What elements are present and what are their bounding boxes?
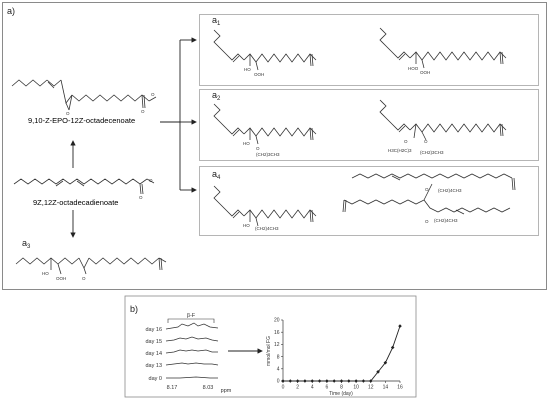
data-point (295, 379, 300, 383)
box-a2-label: a2 (212, 90, 221, 102)
diene-name: 9Z,12Z-octadecadienoate (33, 198, 118, 207)
y-tick-label: 0 (277, 379, 280, 385)
diene-ester-o: O (149, 178, 153, 183)
time-series-chart: 0 2 4 6 8 10 12 14 16 0 4 8 12 16 20 Time (day) mmol/m… (266, 318, 403, 397)
data-point (325, 379, 329, 383)
a3-epoxide-o: O (82, 276, 86, 281)
data-point (288, 379, 293, 383)
x-tick-label: 16 (397, 385, 403, 391)
a4-right-o-lower: O (425, 219, 429, 224)
x-tick-label: 0 (282, 385, 285, 391)
box-a4-label: a4 (212, 169, 221, 181)
x-tick-label: 4 (311, 385, 314, 391)
data-point (303, 379, 307, 383)
data-point (376, 370, 380, 374)
box-a3-label: a3 (22, 238, 31, 250)
a1-molecule-right (379, 27, 507, 69)
data-point (354, 379, 358, 383)
nmr-day-label: day 13 (145, 363, 162, 369)
x-tick-label: 6 (325, 385, 328, 391)
a4-molecule-left (213, 185, 317, 227)
x-tick-label: 12 (368, 385, 374, 391)
a2-right-chain-right: (CH2)3CH3 (420, 150, 444, 155)
a1-right-ooh: OOH (420, 70, 430, 75)
data-point (339, 379, 344, 383)
branch-arrows (160, 37, 197, 193)
y-tick-label: 8 (277, 354, 280, 360)
panel-b-label: b) (130, 304, 138, 314)
data-point (383, 360, 388, 365)
data-point (347, 379, 351, 383)
box-a1-label: a1 (212, 15, 221, 27)
nmr-trace-day0 (166, 376, 218, 379)
a2-left-ho: HO (243, 141, 250, 146)
a4-right-o-upper: O (425, 187, 429, 192)
epo-ester-o: O (151, 92, 155, 97)
nmr-trace-day16 (165, 322, 219, 330)
a2-right-chain-left: H3C(H2C)3 (388, 148, 412, 153)
y-axis-label: mmol/mol FG (266, 336, 272, 366)
epo-molecule (11, 79, 157, 111)
epo-carbonyl-o: O (141, 109, 145, 114)
data-point (398, 324, 402, 328)
box-a1 (199, 14, 539, 86)
y-tick-label: 20 (274, 318, 280, 324)
box-a2 (199, 89, 539, 161)
panel-a-label: a) (7, 6, 16, 16)
x-tick-label: 2 (296, 385, 299, 391)
nmr-stack: β-F day 16 day 15 day 14 day 13 day 0 8.… (145, 313, 231, 394)
y-tick-label: 4 (277, 367, 280, 373)
x-tick-label: 8 (340, 385, 343, 391)
panel-a-frame (2, 2, 547, 290)
nmr-x-left: 8.17 (167, 385, 178, 391)
a4-left-chain: (CH2)4CH3 (255, 226, 279, 231)
a1-left-ooh: OOH (254, 72, 264, 77)
data-point (281, 379, 285, 383)
a3-ooh: OOH (56, 276, 66, 281)
a3-ho: HO (42, 271, 49, 276)
nmr-trace-day15 (165, 336, 219, 342)
data-point (310, 379, 315, 383)
x-axis-label: Time (day) (329, 391, 353, 397)
a2-molecule-left (213, 103, 317, 145)
panel-b-frame (124, 295, 417, 398)
a4-right-chain-upper: (CH2)4CH3 (438, 188, 462, 193)
nmr-day-label: day 14 (145, 351, 162, 357)
a1-right-hoo: HOO (408, 66, 419, 71)
series-line (283, 325, 401, 382)
a2-right-o-left: O (404, 139, 408, 144)
nmr-x-right: 8.03 (203, 385, 214, 391)
a4-molecule-right (342, 173, 516, 215)
a2-left-chain: (CH2)3CH3 (256, 152, 280, 157)
x-tick-label: 10 (353, 385, 359, 391)
a1-left-ho: HO (244, 67, 251, 72)
y-tick-label: 16 (274, 330, 280, 336)
a2-left-o: O (256, 146, 260, 151)
a3-molecule (15, 257, 167, 275)
nmr-day-label: day 0 (149, 376, 162, 382)
data-point (368, 379, 373, 383)
data-point (317, 379, 322, 383)
a4-right-chain-lower: (CH2)4CH3 (434, 218, 458, 223)
nmr-day-label: day 16 (145, 327, 162, 333)
nmr-trace-day13 (165, 362, 219, 366)
a1-molecule-left (213, 29, 317, 71)
data-point (332, 379, 336, 383)
data-point (390, 345, 395, 350)
y-tick-label: 12 (274, 342, 280, 348)
nmr-x-unit: ppm (221, 388, 232, 394)
a4-left-ho: HO (243, 223, 250, 228)
epo-name: 9,10-Z-EPO-12Z-octadecenoate (28, 116, 135, 125)
epo-oxygen: O (66, 111, 70, 116)
x-tick-label: 14 (383, 385, 389, 391)
nmr-trace-day14 (165, 349, 218, 354)
a2-molecule-right (379, 99, 507, 141)
diene-molecule (13, 178, 155, 195)
nmr-peak-label: β-F (187, 313, 196, 319)
data-point (361, 379, 366, 383)
nmr-day-label: day 15 (145, 339, 162, 345)
a2-right-o-right: O (424, 139, 428, 144)
diene-carbonyl-o: O (139, 195, 143, 200)
